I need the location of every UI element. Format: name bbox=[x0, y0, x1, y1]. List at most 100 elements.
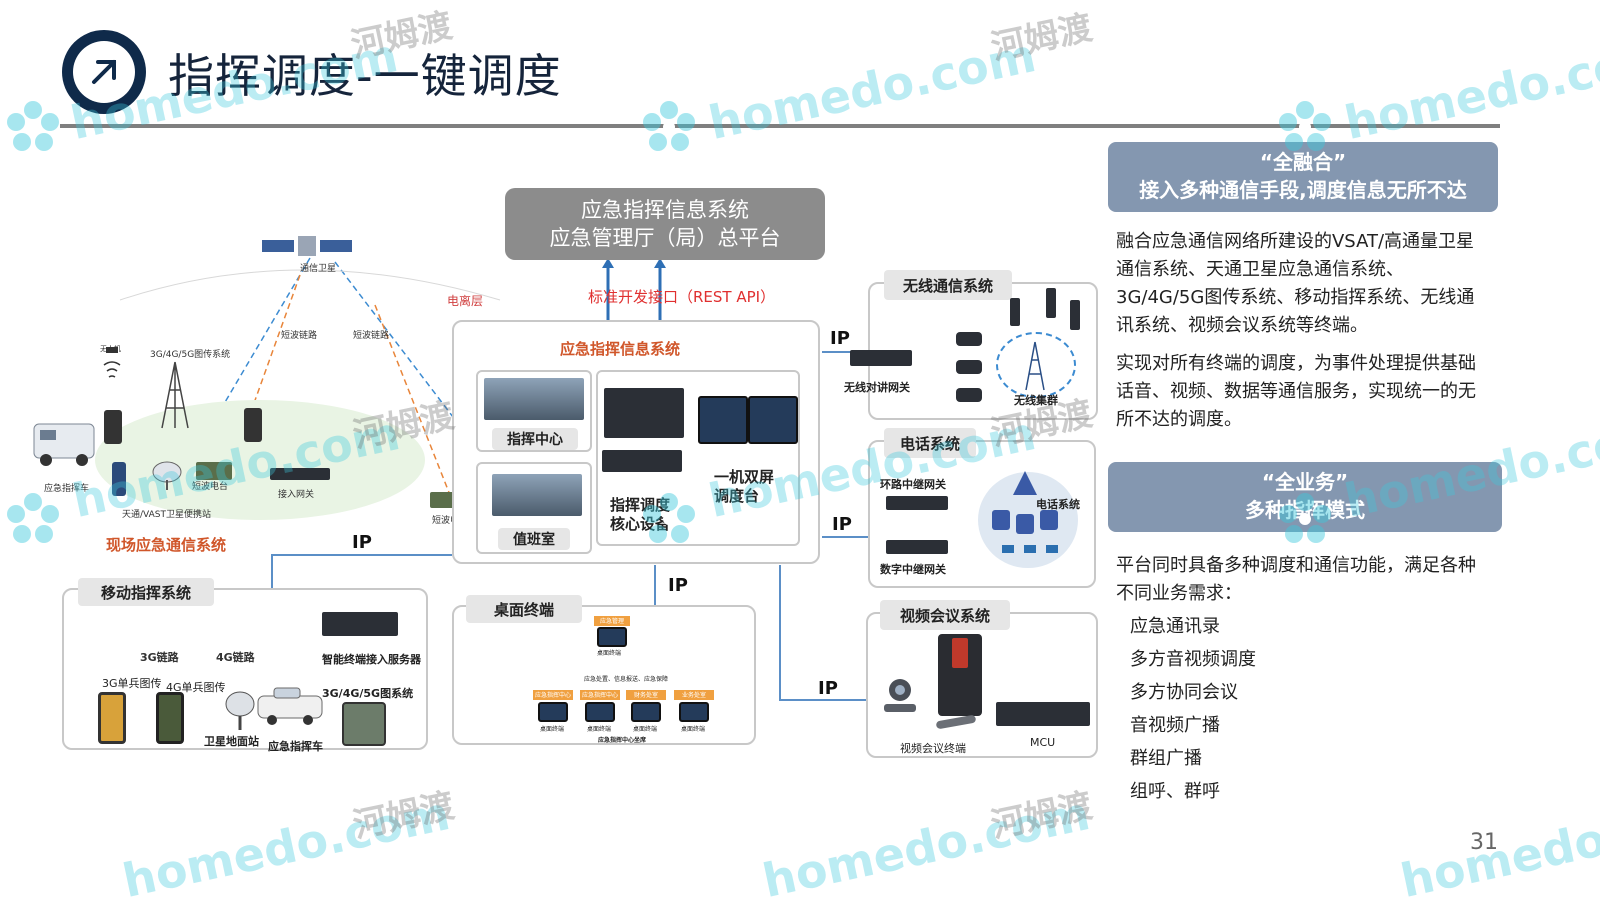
video-title: 视频会议系统 bbox=[880, 600, 1010, 630]
video-terminal-label: 视频会议终端 bbox=[900, 742, 966, 755]
backhaul-label: 3G/4G/5G图传系统 bbox=[150, 350, 231, 360]
soldier-3g-device-icon bbox=[98, 692, 126, 744]
paragraph-dispatch: 实现对所有终端的调度，为事件处理提供基础话音、视频、数据等通信服务，实现统一的无… bbox=[1116, 353, 1476, 430]
command-center-label: 指挥中心 bbox=[492, 428, 578, 450]
mobile-vehicle-label: 应急指挥车 bbox=[268, 740, 323, 753]
mobile-vehicle-icon bbox=[256, 684, 326, 726]
banner1-line2: 接入多种通信手段,调度信息无所不达 bbox=[1139, 178, 1467, 202]
desktop-terminal-icon-2 bbox=[585, 702, 615, 722]
banner2-line1: “全业务” bbox=[1261, 470, 1349, 494]
top-terminal-icon bbox=[597, 627, 627, 647]
mobile-system-title: 移动指挥系统 bbox=[78, 578, 214, 606]
ground-station-icon bbox=[222, 690, 258, 730]
wireless-gateway-label: 无线对讲网关 bbox=[844, 381, 910, 394]
paragraph-integration: 融合应急通信网络所建设的VSAT/高通量卫星通信系统、天通卫星应急通信系统、3G… bbox=[1116, 231, 1475, 336]
core-server-icon bbox=[602, 450, 682, 472]
terminal-server-icon bbox=[322, 612, 398, 636]
uav-icon bbox=[100, 345, 124, 385]
banner-full-service: “全业务” 多种指挥模式 bbox=[1108, 462, 1502, 532]
shortwave-link-label-1: 短波链路 bbox=[281, 331, 318, 341]
ionosphere-label: 电离层 bbox=[447, 294, 484, 308]
top-terminal-label: 桌面终端 bbox=[597, 650, 622, 657]
vehicle-label: 应急指挥车 bbox=[44, 484, 90, 494]
mobile-backhaul-label: 3G/4G/5G图系统 bbox=[322, 687, 414, 700]
list-item: 音视频广播 bbox=[1130, 715, 1220, 736]
phone-title: 电话系统 bbox=[884, 428, 976, 458]
ground-station-label: 卫星地面站 bbox=[204, 735, 259, 748]
radio-base-icon-3 bbox=[956, 388, 982, 402]
video-terminal-icon bbox=[938, 634, 982, 716]
walkie-talkie-icon-1 bbox=[1010, 298, 1020, 326]
list-item: 应急通讯录 bbox=[1130, 616, 1220, 637]
list-item: 组呼、群呼 bbox=[1130, 781, 1220, 802]
desktop-footer: 应急指挥中心坐席 bbox=[598, 737, 647, 744]
desktop-terminal-icon-4 bbox=[679, 702, 709, 722]
backhaul-screen-icon bbox=[342, 702, 386, 746]
banner-full-integration: “全融合” 接入多种通信手段,调度信息无所不达 bbox=[1108, 142, 1498, 212]
platform-line1: 应急指挥信息系统 bbox=[581, 198, 749, 222]
duty-room-card: 值班室 bbox=[476, 462, 592, 554]
page-number: 31 bbox=[1470, 830, 1498, 855]
desktop-terminal-icon-1 bbox=[538, 702, 568, 722]
terminal-server-label: 智能终端接入服务器 bbox=[322, 653, 421, 666]
dispatch-core-label: 指挥调度 核心设备 bbox=[610, 496, 671, 533]
desktop-terminal-label-4: 桌面终端 bbox=[681, 726, 706, 733]
command-center-photo bbox=[484, 378, 584, 420]
radio-base-icon-1 bbox=[956, 332, 982, 346]
desktop-tag-1: 应急指挥中心 bbox=[533, 690, 573, 700]
trunking-tower-icon bbox=[1024, 340, 1046, 392]
phone-node-icon-2 bbox=[1016, 514, 1034, 534]
radio-base-icon-2 bbox=[956, 360, 982, 374]
desktop-terminal-label-1: 桌面终端 bbox=[540, 726, 565, 733]
logo-arrow-icon bbox=[62, 30, 146, 114]
ip-label-video: IP bbox=[818, 678, 838, 699]
access-gateway-icon bbox=[270, 468, 330, 480]
phone-handsets-icon bbox=[1000, 540, 1060, 554]
digital-gateway-label: 数字中继网关 bbox=[880, 563, 946, 576]
title-divider bbox=[60, 124, 1500, 128]
banner2-line2: 多种指挥模式 bbox=[1245, 498, 1365, 522]
phone-switch-icon bbox=[1012, 470, 1038, 496]
desktop-terminal-label-2: 桌面终端 bbox=[587, 726, 612, 733]
loop-gateway-icon bbox=[886, 496, 948, 510]
desktop-tag-2: 应急指挥中心 bbox=[580, 690, 620, 700]
video-camera-icon bbox=[878, 676, 920, 714]
handset-icon-2 bbox=[244, 408, 262, 442]
desktop-title: 桌面终端 bbox=[466, 595, 582, 623]
list-item: 多方协同会议 bbox=[1130, 682, 1238, 703]
shortwave-radio-label-2: 短波电台 bbox=[432, 516, 469, 526]
mcu-label: MCU bbox=[1030, 736, 1056, 749]
satellite-label: 通信卫星 bbox=[300, 264, 337, 274]
desktop-tag-4: 业务处室 bbox=[674, 690, 714, 700]
desktop-terminal-icon-3 bbox=[631, 702, 661, 722]
trunking-area bbox=[996, 332, 1076, 398]
link-3g-label: 3G链路 bbox=[140, 651, 179, 664]
digital-gateway-icon bbox=[886, 540, 948, 554]
vsat-dish-icon bbox=[150, 460, 184, 490]
platform-box: 应急指挥信息系统 应急管理厅（局）总平台 bbox=[505, 188, 825, 260]
top-tag: 应急管理 bbox=[594, 616, 630, 626]
shortwave-radio-icon bbox=[196, 462, 232, 480]
handset-icon bbox=[104, 410, 122, 444]
ip-label-phone: IP bbox=[832, 514, 852, 535]
center-system-title: 应急指挥信息系统 bbox=[560, 340, 681, 358]
platform-line2: 应急管理厅（局）总平台 bbox=[549, 226, 781, 250]
desktop-terminal-label-3: 桌面终端 bbox=[633, 726, 658, 733]
ip-label-desktop: IP bbox=[668, 575, 688, 596]
loop-gateway-label: 环路中继网关 bbox=[880, 478, 946, 491]
tower-icon bbox=[158, 360, 192, 430]
feature-list: 应急通讯录 多方音视频调度 多方协同会议 音视频广播 群组广播 组呼、群呼 bbox=[1130, 610, 1430, 808]
banner1-line1: “全融合” bbox=[1259, 150, 1347, 174]
walkie-talkie-icon-3 bbox=[1070, 300, 1080, 330]
soldier-4g-device-icon bbox=[156, 692, 184, 744]
duty-room-photo bbox=[492, 474, 582, 516]
soldier-3g-label: 3G单兵图传 bbox=[102, 677, 162, 690]
desktop-branch-label: 应急处置、信息报送、应急保障 bbox=[584, 676, 669, 683]
screen-right-icon bbox=[748, 396, 798, 444]
api-label: 标准开发接口（REST API） bbox=[588, 288, 776, 306]
soldier-4g-label: 4G单兵图传 bbox=[166, 681, 226, 694]
access-gateway-label: 接入网关 bbox=[278, 490, 315, 500]
mcu-icon bbox=[996, 702, 1090, 726]
shortwave-radio-label-1: 短波电台 bbox=[192, 482, 229, 492]
command-center-card: 指挥中心 bbox=[476, 370, 592, 452]
